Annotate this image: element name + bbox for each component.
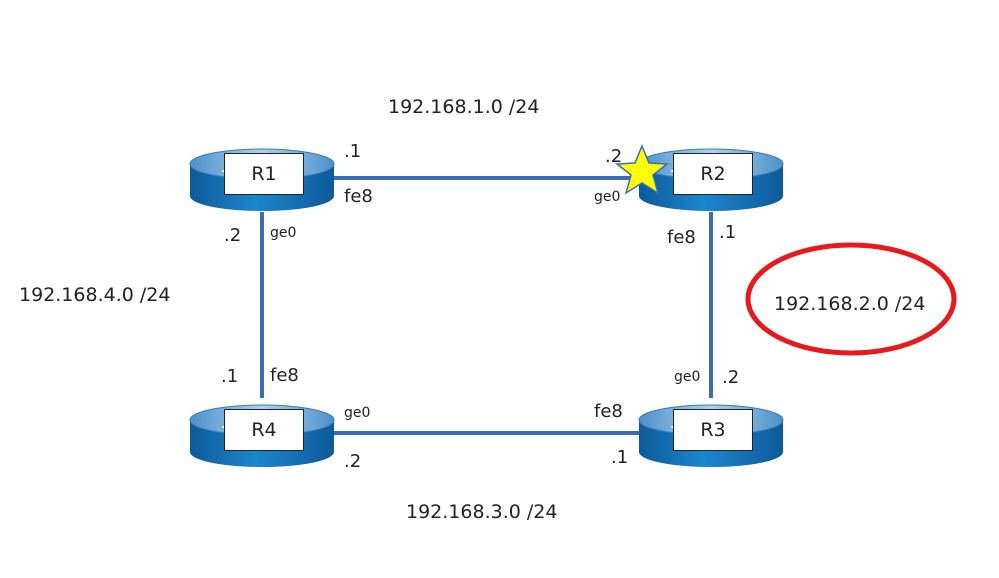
r3-north-if: ge0 xyxy=(674,369,701,385)
network-label-4: 192.168.4.0 /24 xyxy=(19,284,171,306)
network-label-2: 192.168.2.0 /24 xyxy=(774,293,926,315)
r4-east-addr: .2 xyxy=(344,451,362,472)
r1-south-addr: .2 xyxy=(224,225,242,246)
star-icon xyxy=(614,144,670,195)
r2-south-if: fe8 xyxy=(667,227,696,248)
router-label-r4: R4 xyxy=(224,409,304,451)
router-label-r1: R1 xyxy=(224,153,304,195)
r3-west-addr: .1 xyxy=(611,447,629,468)
r2-south-addr: .1 xyxy=(719,222,737,243)
network-label-1: 192.168.1.0 /24 xyxy=(388,96,540,118)
r1-east-if: fe8 xyxy=(344,186,373,207)
r4-north-if: fe8 xyxy=(270,365,299,386)
r3-west-if: fe8 xyxy=(594,401,623,422)
network-label-3: 192.168.3.0 /24 xyxy=(406,501,558,523)
r4-east-if: ge0 xyxy=(344,405,371,421)
r1-south-if: ge0 xyxy=(270,225,297,241)
router-label-r3: R3 xyxy=(673,409,753,451)
router-label-r2: R2 xyxy=(673,153,753,195)
r3-north-addr: .2 xyxy=(722,367,740,388)
r1-east-addr: .1 xyxy=(344,141,362,162)
highlight-ellipse xyxy=(745,242,957,356)
r2-west-addr: .2 xyxy=(605,146,623,167)
r2-west-if: ge0 xyxy=(594,189,621,205)
r4-north-addr: .1 xyxy=(221,366,239,387)
